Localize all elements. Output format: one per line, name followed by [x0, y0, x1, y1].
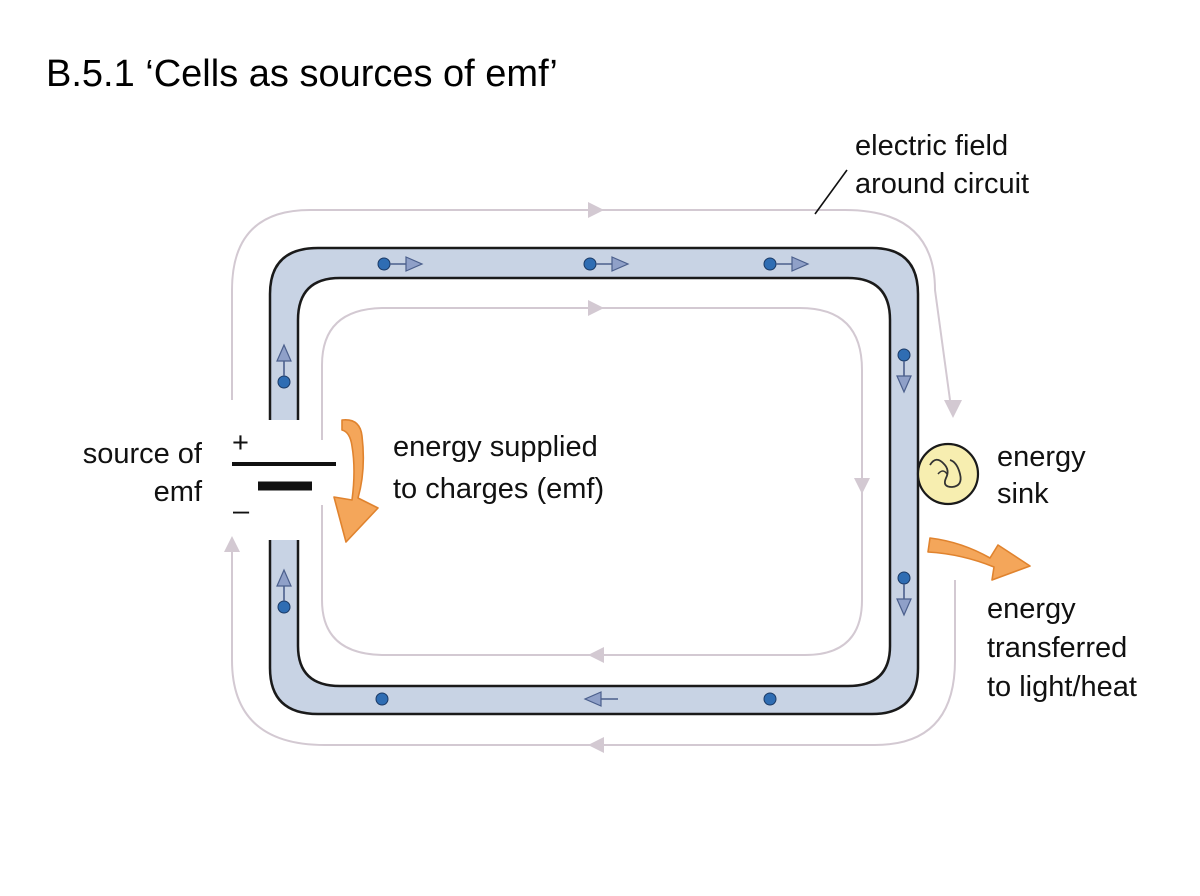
- circuit-wire: [268, 246, 920, 716]
- sink-label-line1: energy: [997, 441, 1086, 473]
- charge-dot-icon: [896, 571, 912, 617]
- transferred-label-line3: to light/heat: [987, 671, 1137, 703]
- energy-transferred-arrow: [927, 537, 1031, 581]
- cell-minus-sign: –: [233, 495, 250, 527]
- transferred-label-line1: energy: [987, 593, 1076, 625]
- battery-cell-symbol: [232, 420, 336, 540]
- supplied-label-line2: to charges (emf): [393, 473, 604, 505]
- charges: [276, 256, 912, 707]
- source-label-line2: emf: [154, 476, 203, 508]
- charge-dot-icon: [377, 256, 424, 272]
- light-bulb-icon: [916, 442, 980, 506]
- field-label-line2: around circuit: [855, 168, 1029, 200]
- cell-plus-sign: +: [232, 427, 249, 459]
- charge-dot-icon: [583, 256, 630, 272]
- page-title: B.5.1 ‘Cells as sources of emf’: [46, 53, 558, 95]
- sink-label-line2: sink: [997, 478, 1049, 510]
- charge-dot-icon: [276, 343, 292, 389]
- charge-dot-icon: [375, 692, 389, 706]
- charge-dot-icon: [763, 256, 810, 272]
- charge-dot-icon: [896, 348, 912, 394]
- field-arrows-inner: [588, 300, 870, 663]
- source-label-line1: source of: [83, 438, 203, 470]
- field-label-leader: [814, 169, 848, 215]
- field-arrows-outer: [224, 202, 962, 753]
- energy-supplied-arrow: [333, 419, 379, 543]
- transferred-label-line2: transferred: [987, 632, 1127, 664]
- charge-dot-icon: [583, 691, 618, 707]
- charge-dot-icon: [763, 692, 777, 706]
- field-label-line1: electric field: [855, 130, 1008, 162]
- supplied-label-line1: energy supplied: [393, 431, 598, 463]
- charge-dot-icon: [276, 568, 292, 614]
